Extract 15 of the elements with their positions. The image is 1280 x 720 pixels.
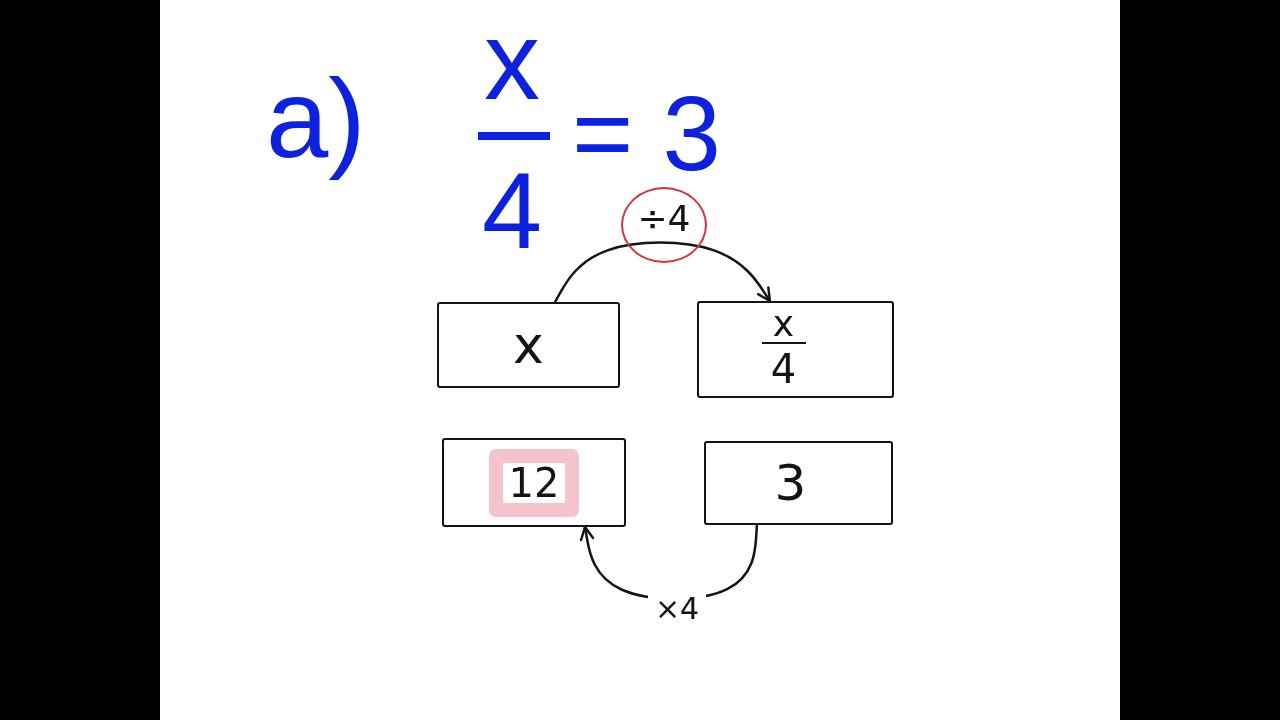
denominator-text: 4: [770, 349, 797, 390]
value-box: [442, 438, 626, 527]
value-box: [437, 302, 620, 388]
highlighted-answer: 12: [488, 448, 580, 517]
numerator-text: x: [772, 309, 795, 339]
value-box: [697, 301, 894, 398]
denominator-text: 4: [482, 157, 543, 265]
circled-operation-label: ÷4: [621, 187, 707, 263]
numerator-text: x: [484, 5, 540, 117]
problem-label: a): [266, 55, 367, 183]
equation-text: = 3: [572, 81, 721, 186]
value-box: [704, 441, 893, 525]
box-text: x: [513, 319, 544, 371]
box-text: 3: [774, 458, 807, 508]
curved-arrow: [553, 241, 772, 304]
